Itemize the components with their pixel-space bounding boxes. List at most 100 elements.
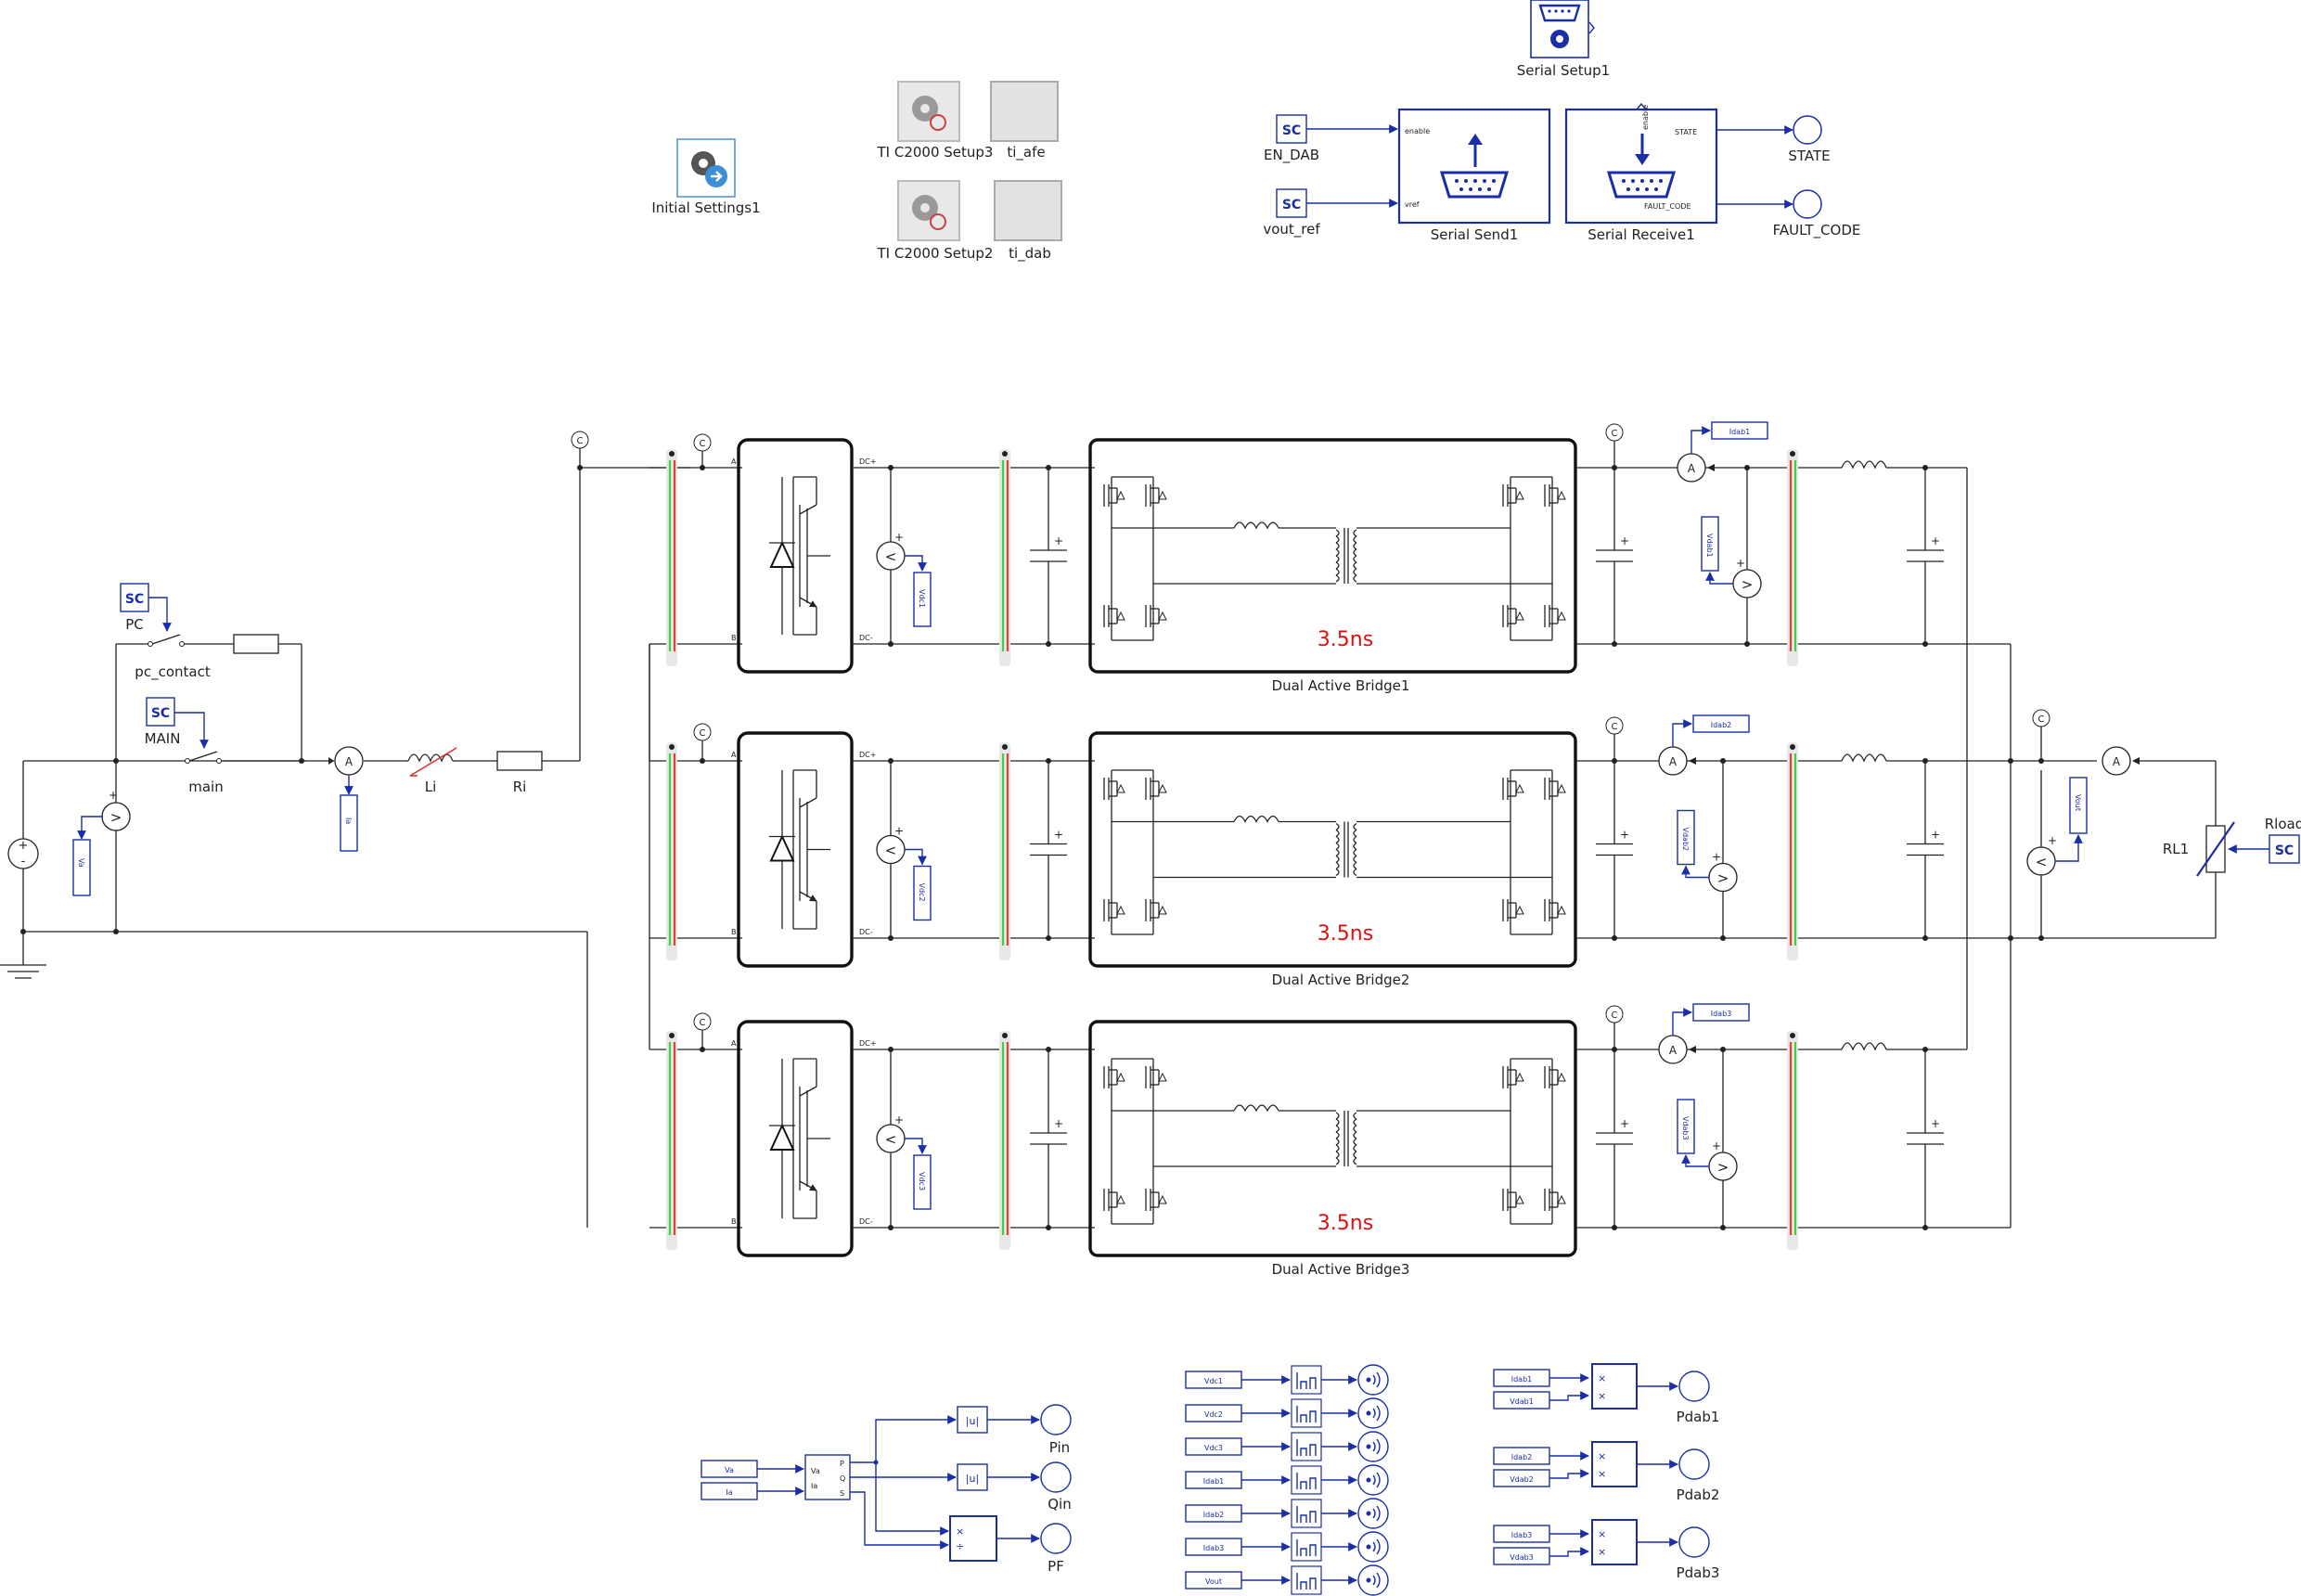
scope-broadcast-icon[interactable] bbox=[1357, 1431, 1389, 1462]
pin-output[interactable]: Pin bbox=[1040, 1404, 1072, 1456]
main-switch[interactable]: main bbox=[185, 751, 224, 795]
scope-broadcast-icon[interactable] bbox=[1357, 1531, 1389, 1563]
serial-port-icon bbox=[1538, 4, 1581, 48]
decimation-icon[interactable] bbox=[1291, 1532, 1322, 1562]
load-resistor-rl1[interactable]: RL1 bbox=[2163, 821, 2235, 877]
svg-text:Ia: Ia bbox=[726, 1488, 732, 1497]
idab-ammeter[interactable]: A bbox=[1677, 426, 1715, 483]
svg-text:Va: Va bbox=[77, 858, 85, 868]
state-output[interactable]: STATE bbox=[1788, 115, 1831, 164]
connector-c[interactable]: C bbox=[1605, 1005, 1624, 1049]
initial-settings-label: Initial Settings1 bbox=[651, 200, 760, 216]
svg-text:DC-: DC- bbox=[859, 1217, 873, 1226]
pc-sc[interactable]: SC PC bbox=[120, 583, 172, 633]
decimation-icon[interactable] bbox=[1291, 1465, 1322, 1495]
scope-broadcast-icon[interactable] bbox=[1357, 1498, 1389, 1529]
abs-block-p[interactable]: |u| bbox=[957, 1406, 988, 1434]
ia-ammeter[interactable]: A bbox=[328, 746, 364, 795]
decimation-icon[interactable] bbox=[1291, 1432, 1322, 1461]
port-state: STATE bbox=[1675, 128, 1697, 136]
pdab-output[interactable]: Pdab1 bbox=[1677, 1371, 1720, 1425]
pc-contact-label: pc_contact bbox=[135, 663, 211, 681]
multiply-block[interactable]: ×× bbox=[1591, 1441, 1638, 1487]
svg-text:A: A bbox=[1669, 1044, 1678, 1057]
port-enable: enable bbox=[1405, 127, 1430, 135]
vdab-voltmeter[interactable]: >+ bbox=[1705, 557, 1762, 598]
va-voltmeter[interactable]: > + bbox=[77, 789, 131, 840]
resistor-ri[interactable]: Ri bbox=[496, 751, 543, 795]
svg-text:<: < bbox=[885, 843, 897, 859]
inductor-li[interactable]: Li bbox=[407, 747, 457, 795]
fault-code-output[interactable]: FAULT_CODE bbox=[1773, 189, 1861, 239]
ti-c2000-setup3-label: TI C2000 Setup3 bbox=[877, 144, 994, 161]
svg-text:PF: PF bbox=[1048, 1558, 1064, 1575]
connector-c[interactable]: C bbox=[693, 723, 712, 761]
decimation-icon[interactable] bbox=[1291, 1365, 1322, 1395]
ti-afe-block[interactable]: ti_afe bbox=[990, 81, 1059, 161]
multiply-block[interactable]: ×× bbox=[1591, 1519, 1638, 1565]
output-connector[interactable]: C bbox=[2032, 709, 2050, 761]
pdab-output[interactable]: Pdab2 bbox=[1677, 1448, 1720, 1503]
decimation-icon[interactable] bbox=[1291, 1499, 1322, 1528]
pc-contact-switch[interactable]: pc_contact bbox=[135, 634, 211, 681]
ac-source[interactable]: + - bbox=[7, 838, 39, 869]
decimation-icon[interactable] bbox=[1291, 1398, 1322, 1428]
pq-block[interactable]: Va Ia P Q S bbox=[804, 1454, 851, 1500]
vout-ref-sc[interactable]: SC vout_ref bbox=[1263, 188, 1320, 238]
vdc-voltmeter[interactable]: <+ bbox=[876, 531, 927, 572]
connector-c[interactable]: C bbox=[693, 1012, 712, 1049]
rload-sc[interactable]: SC Rload bbox=[2228, 816, 2301, 864]
scope-row: Vdc3 bbox=[1185, 1431, 1389, 1462]
connector-c[interactable]: C bbox=[1605, 716, 1624, 761]
svg-text:Idab2: Idab2 bbox=[1511, 1453, 1533, 1461]
connector-c[interactable]: C bbox=[1605, 423, 1624, 468]
scope-broadcast-icon[interactable] bbox=[1357, 1364, 1389, 1396]
serial-setup-block[interactable]: Serial Setup1 bbox=[1517, 0, 1610, 79]
decimation-icon[interactable] bbox=[1291, 1565, 1322, 1595]
idab-ammeter[interactable]: A bbox=[1658, 719, 1696, 776]
svg-text:Va: Va bbox=[725, 1466, 734, 1474]
ti-c2000-setup3-block[interactable]: TI C2000 Setup3 bbox=[877, 81, 994, 161]
divide-block[interactable]: × ÷ bbox=[949, 1515, 997, 1562]
ti-c2000-setup2-block[interactable]: TI C2000 Setup2 bbox=[877, 180, 994, 262]
grid-wiring bbox=[20, 465, 691, 1228]
multiply-block[interactable]: ×× bbox=[1591, 1363, 1638, 1409]
ti-dab-block[interactable]: ti_dab bbox=[994, 180, 1062, 263]
vdc-voltmeter[interactable]: <+ bbox=[876, 825, 927, 866]
connector-c[interactable]: C bbox=[693, 433, 712, 468]
qin-output[interactable]: Qin bbox=[1040, 1461, 1072, 1512]
svg-text:+: + bbox=[1620, 829, 1629, 842]
abs-block-q[interactable]: |u| bbox=[957, 1463, 988, 1491]
main-sc[interactable]: SC MAIN bbox=[145, 697, 209, 749]
en-dab-sc[interactable]: SC EN_DAB bbox=[1264, 114, 1319, 164]
scope-broadcast-icon[interactable] bbox=[1357, 1564, 1389, 1596]
scope-broadcast-icon[interactable] bbox=[1357, 1464, 1389, 1496]
idab-ammeter[interactable]: A bbox=[1658, 1008, 1696, 1064]
serial-send-block[interactable]: enable vref Serial Send1 bbox=[1397, 108, 1551, 243]
output-ammeter[interactable]: A bbox=[2102, 746, 2140, 776]
vdab-voltmeter[interactable]: >+ bbox=[1681, 1139, 1738, 1181]
svg-text:Idab1: Idab1 bbox=[1511, 1375, 1533, 1384]
delay-label: 3.5ns bbox=[1318, 1212, 1373, 1235]
serial-receive-block[interactable]: STATE FAULT_CODE enable Serial Receive1 bbox=[1564, 102, 1718, 243]
svg-text:>: > bbox=[1742, 576, 1754, 593]
vdab-voltmeter[interactable]: >+ bbox=[1681, 851, 1738, 893]
vout-voltmeter[interactable]: < + bbox=[2026, 834, 2083, 876]
connector-c[interactable]: C bbox=[571, 431, 589, 468]
pf-output[interactable]: PF bbox=[1040, 1523, 1072, 1575]
mosfet-icon bbox=[1103, 778, 1125, 800]
initial-settings-block[interactable]: Initial Settings1 bbox=[651, 138, 761, 216]
vdc-voltmeter[interactable]: <+ bbox=[876, 1113, 927, 1154]
scope-broadcast-icon[interactable] bbox=[1357, 1397, 1389, 1429]
pdab-output[interactable]: Pdab3 bbox=[1677, 1526, 1720, 1581]
plus-sign: + bbox=[19, 839, 29, 853]
